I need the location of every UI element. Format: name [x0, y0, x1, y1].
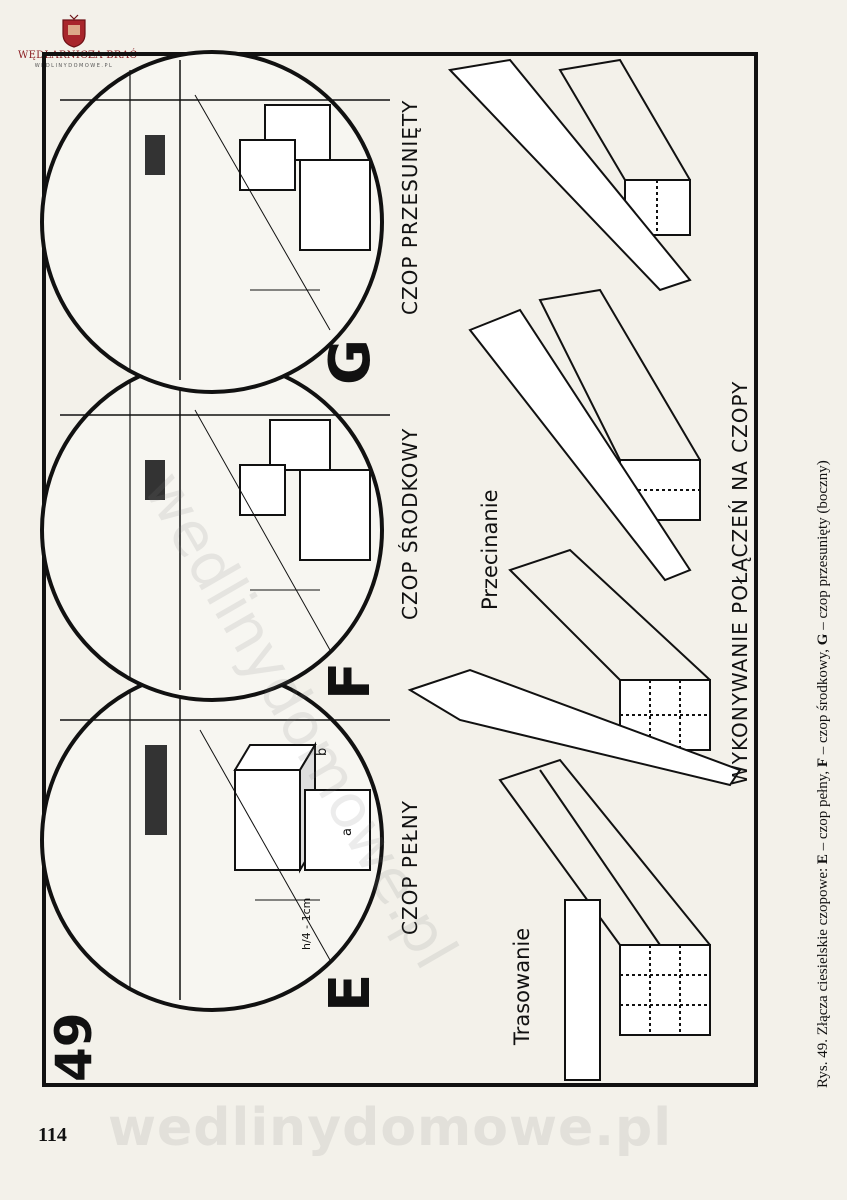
caption-f-text: – czop środkowy,: [815, 645, 831, 758]
panel-f-letter: F: [318, 661, 383, 700]
figure-caption: Rys. 49. Złącza ciesielskie czopowe: E –…: [815, 288, 832, 1088]
figure-number: 49: [45, 1012, 103, 1082]
caption-e-letter: E: [815, 854, 831, 865]
panel-g-title: CZOP PRZESUNIĘTY: [398, 99, 422, 315]
caption-g-letter: G: [815, 633, 831, 646]
panel-f-title: CZOP ŚRODKOWY: [398, 427, 422, 620]
bottom-watermark: wedlinydomowe.pl: [108, 1098, 673, 1158]
dim-h4-e: h/4 - 1cm: [300, 897, 313, 950]
step-cutting-label: Przecinanie: [478, 489, 502, 611]
panel-g-letter: G: [318, 339, 383, 385]
page-number: 114: [38, 1124, 67, 1146]
crest-icon: [62, 14, 86, 48]
caption-prefix: Rys. 49. Złącza ciesielskie czopowe:: [815, 867, 831, 1088]
caption-f-letter: F: [815, 757, 831, 768]
panel-e-drawing: [40, 668, 390, 1012]
figure-frame: [42, 52, 758, 1087]
panel-g-drawing: [40, 50, 390, 394]
panel-e-letter: E: [318, 973, 383, 1012]
process-title: WYKONYWANIE POŁĄCZEŃ NA CZOPY: [728, 380, 752, 785]
caption-g-text: – czop przesunięty (boczny): [815, 460, 831, 634]
step-marking-label: Trasowanie: [510, 927, 534, 1045]
caption-e-text: – czop pełny,: [815, 767, 831, 855]
logo-url: WEDLINYDOMOWE.PL: [34, 63, 114, 69]
process-drawing: [407, 58, 742, 1081]
